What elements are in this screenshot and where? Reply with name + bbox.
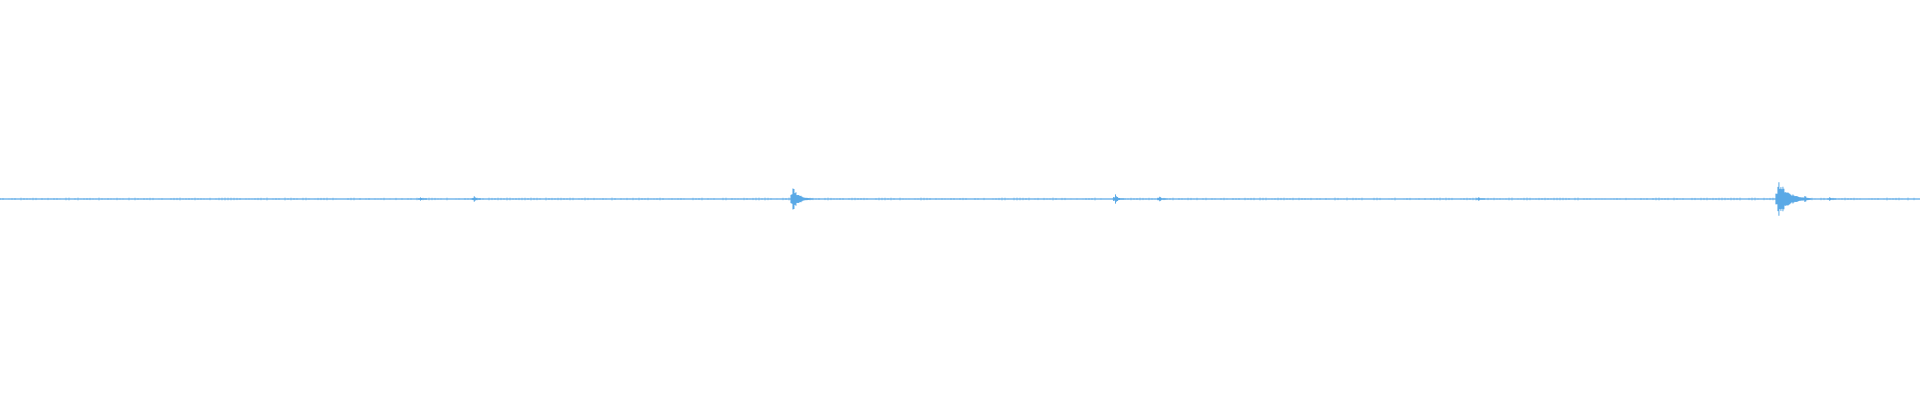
waveform-peak <box>1827 197 1837 201</box>
waveform-peak <box>1113 194 1125 204</box>
waveform-peak <box>790 188 813 210</box>
waveform-peak <box>1475 197 1485 201</box>
waveform-peak <box>417 197 427 201</box>
waveform-peak <box>1802 196 1812 202</box>
waveform-peak <box>1157 196 1167 202</box>
waveform-peak <box>471 196 481 202</box>
